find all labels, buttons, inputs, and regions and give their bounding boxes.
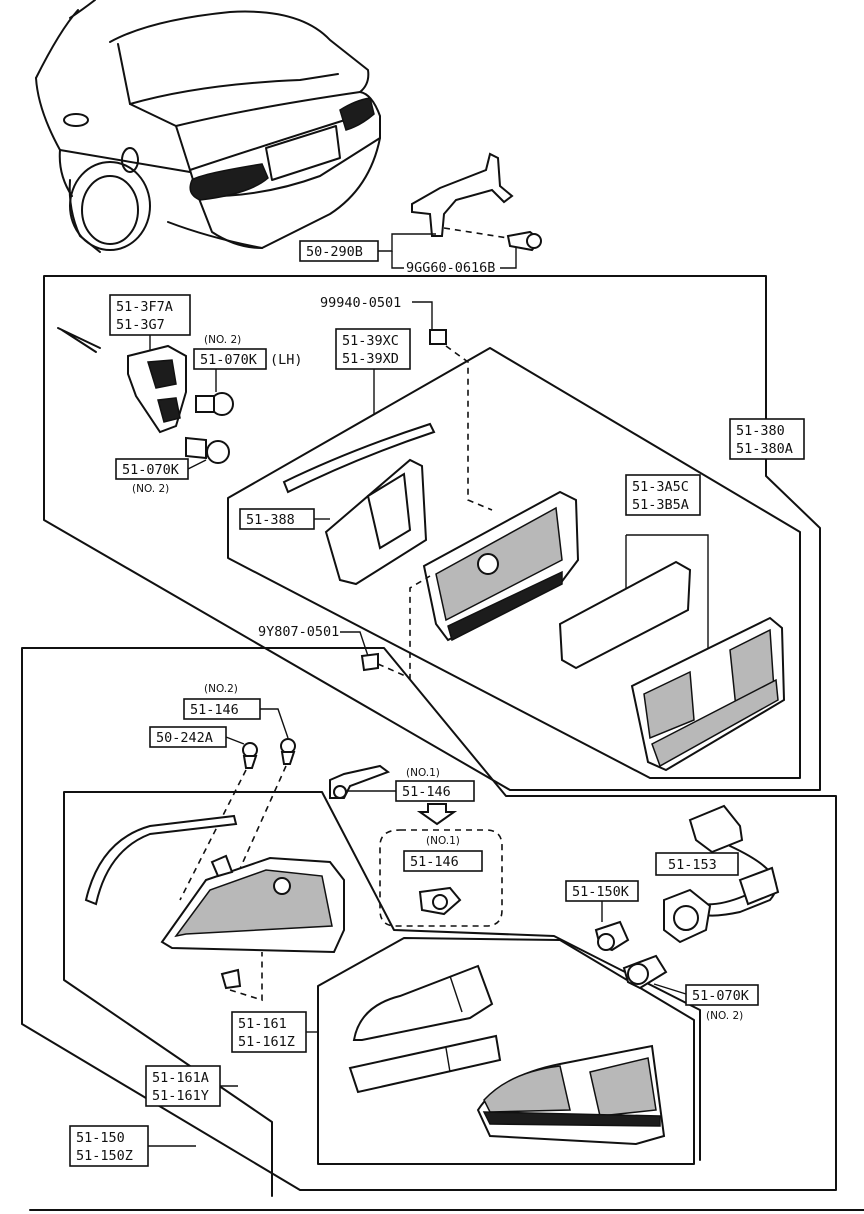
label-51-070k-right: 51-070K (NO. 2) bbox=[653, 983, 759, 1022]
lens-outer bbox=[476, 1044, 666, 1146]
label-9y807-0501: 9Y807-0501 bbox=[258, 575, 431, 680]
label-51-388: 51-388 bbox=[239, 508, 330, 530]
svg-text:51-161Z: 51-161Z bbox=[238, 1034, 295, 1050]
svg-text:51-388: 51-388 bbox=[246, 512, 295, 528]
label-nut-no1: (NO.1) 51-146 bbox=[346, 767, 475, 826]
label-clip-146: (NO.2) 51-146 bbox=[183, 683, 289, 739]
gasket-strip bbox=[282, 422, 436, 494]
label-51-150k: 51-150K bbox=[565, 880, 639, 922]
nut-no1 bbox=[329, 764, 391, 799]
svg-text:51-153: 51-153 bbox=[668, 857, 717, 873]
label-clip-242a: 50-242A bbox=[149, 726, 245, 748]
label-50-290b: 50-290B bbox=[299, 233, 436, 262]
svg-text:51-3B5A: 51-3B5A bbox=[632, 497, 689, 513]
label-51-153: 51-153 bbox=[655, 852, 739, 876]
svg-text:(LH): (LH) bbox=[270, 352, 303, 368]
svg-text:51-3G7: 51-3G7 bbox=[116, 317, 165, 333]
panel-board bbox=[324, 458, 428, 586]
bulbs-right bbox=[594, 920, 668, 990]
svg-text:51-161A: 51-161A bbox=[152, 1070, 209, 1086]
label-51-070k-lower: 51-070K (NO. 2) bbox=[115, 458, 207, 495]
wiring-harness bbox=[663, 804, 780, 944]
rear-lamp-housing bbox=[160, 854, 345, 1002]
svg-text:(NO.1): (NO.1) bbox=[426, 835, 460, 847]
label-51-380: 51-380 51-380A bbox=[729, 418, 805, 476]
label-9gg60-0616b: 9GG60-0616B bbox=[391, 248, 517, 276]
label-99940-0501: 99940-0501 bbox=[320, 295, 493, 511]
svg-text:51-39XC: 51-39XC bbox=[342, 333, 399, 349]
inner-lamp-group-frame bbox=[43, 275, 821, 791]
svg-text:9GG60-0616B: 9GG60-0616B bbox=[406, 260, 495, 276]
svg-text:(NO.1): (NO.1) bbox=[406, 767, 440, 779]
label-51-070k-lh: (NO. 2) 51-070K (LH) bbox=[193, 334, 303, 392]
garnish-strip bbox=[558, 560, 692, 670]
inset-no1: (NO.1) 51-146 bbox=[379, 829, 503, 927]
lens-upper bbox=[352, 964, 494, 1041]
svg-text:51-070K: 51-070K bbox=[692, 988, 750, 1004]
label-51-3f7a: 51-3F7A 51-3G7 bbox=[109, 294, 191, 352]
svg-text:51-380A: 51-380A bbox=[736, 441, 793, 457]
label-51-150: 51-150 51-150Z bbox=[69, 1125, 196, 1167]
lens-middle bbox=[348, 1034, 502, 1094]
svg-text:51-146: 51-146 bbox=[402, 784, 451, 800]
label-51-39xc: 51-39XC 51-39XD bbox=[335, 328, 411, 414]
svg-text:99940-0501: 99940-0501 bbox=[320, 295, 401, 311]
bulb-socket bbox=[57, 327, 234, 464]
lens-subframe bbox=[317, 937, 695, 1165]
label-51-161: 51-161 51-161Z bbox=[231, 1011, 318, 1053]
svg-text:51-150Z: 51-150Z bbox=[76, 1148, 133, 1164]
label-51-3a5c: 51-3A5C 51-3B5A bbox=[625, 474, 709, 650]
svg-text:50-290B: 50-290B bbox=[306, 244, 363, 260]
weatherstrip bbox=[84, 814, 238, 906]
rear-lamp-group-frame bbox=[21, 647, 837, 1191]
svg-text:51-39XD: 51-39XD bbox=[342, 351, 399, 367]
svg-text:(NO. 2): (NO. 2) bbox=[706, 1010, 743, 1022]
inner-lamp-housing bbox=[422, 490, 580, 642]
svg-text:51-161: 51-161 bbox=[238, 1016, 287, 1032]
svg-text:51-146: 51-146 bbox=[410, 854, 459, 870]
svg-text:(NO. 2): (NO. 2) bbox=[204, 334, 241, 346]
svg-text:51-161Y: 51-161Y bbox=[152, 1088, 209, 1104]
mounting-bracket bbox=[411, 152, 542, 252]
svg-text:(NO. 2): (NO. 2) bbox=[132, 483, 169, 495]
svg-text:51-070K: 51-070K bbox=[200, 352, 258, 368]
svg-text:51-380: 51-380 bbox=[736, 423, 785, 439]
label-51-161a: 51-161A 51-161Y bbox=[145, 1065, 238, 1107]
car-rear-illustration bbox=[35, 0, 381, 253]
svg-text:51-150: 51-150 bbox=[76, 1130, 125, 1146]
svg-text:(NO.2): (NO.2) bbox=[204, 683, 238, 695]
svg-text:9Y807-0501: 9Y807-0501 bbox=[258, 624, 339, 640]
rear-lamp-subframe bbox=[63, 791, 701, 1197]
svg-text:51-3F7A: 51-3F7A bbox=[116, 299, 173, 315]
svg-text:51-3A5C: 51-3A5C bbox=[632, 479, 689, 495]
svg-text:50-242A: 50-242A bbox=[156, 730, 213, 746]
svg-text:51-070K: 51-070K bbox=[122, 462, 180, 478]
lens-inner bbox=[630, 616, 786, 772]
svg-text:51-150K: 51-150K bbox=[572, 884, 630, 900]
inner-lamp-subframe bbox=[227, 347, 801, 779]
svg-text:51-146: 51-146 bbox=[190, 702, 239, 718]
